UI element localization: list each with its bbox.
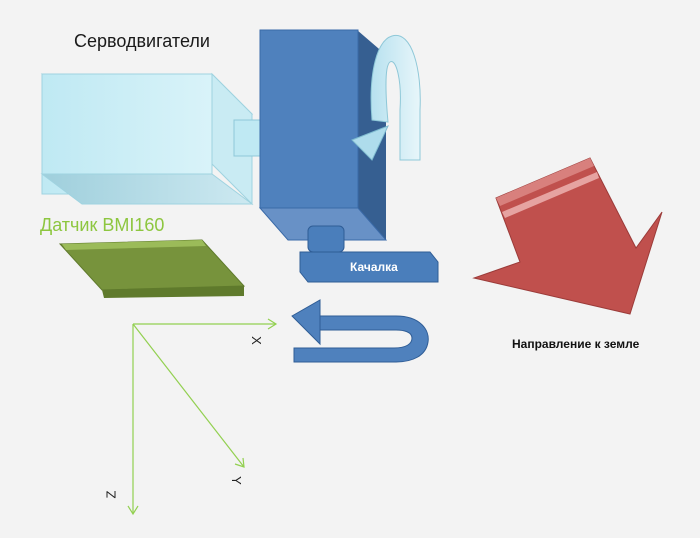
- ground-direction-label: Направление к земле: [512, 337, 640, 351]
- axis-y-label: Y: [228, 476, 244, 485]
- rotation-arc: [370, 34, 421, 161]
- servo-bottom-face: [40, 173, 254, 205]
- servo-motor-dark: [258, 29, 388, 253]
- rocker-label: Качалка: [350, 260, 398, 274]
- axis-x-arrowhead: [267, 318, 278, 330]
- motor-bottom-face: [258, 207, 388, 241]
- rotation-arrow-bottom: [291, 299, 429, 363]
- ground-arrow-body: [472, 157, 663, 315]
- ground-arrow-stripe-2: [502, 172, 599, 218]
- axis-z-arrowhead: [127, 505, 139, 516]
- sensor-board-highlight: [62, 240, 206, 250]
- sensor-label: Датчик BMI160: [40, 215, 165, 235]
- ground-arrow-stripe-1: [496, 158, 594, 206]
- rotation-arrowhead: [351, 125, 389, 161]
- axis-y-arrowhead: [234, 457, 245, 468]
- coordinate-axes: [127, 318, 278, 516]
- axis-x-label: X: [248, 336, 264, 345]
- rotation-arrowhead-lower: [291, 299, 321, 346]
- servo-label: Серводвигатели: [74, 31, 210, 51]
- sensor-board-edge: [102, 286, 244, 298]
- rocker-arm: [299, 251, 439, 283]
- axis-z-label: Z: [103, 490, 119, 499]
- servo-motor-light: [40, 72, 263, 206]
- rocker-body: [299, 251, 439, 283]
- axis-y-line: [132, 323, 245, 468]
- motor-shaft: [307, 225, 345, 253]
- ground-direction-arrow: [472, 157, 663, 315]
- rotation-arc-lower: [293, 315, 429, 363]
- motor-front-face: [259, 29, 359, 209]
- sensor-board: [58, 239, 246, 298]
- servo-shaft: [233, 119, 263, 157]
- rotation-arrow-top: [351, 34, 421, 161]
